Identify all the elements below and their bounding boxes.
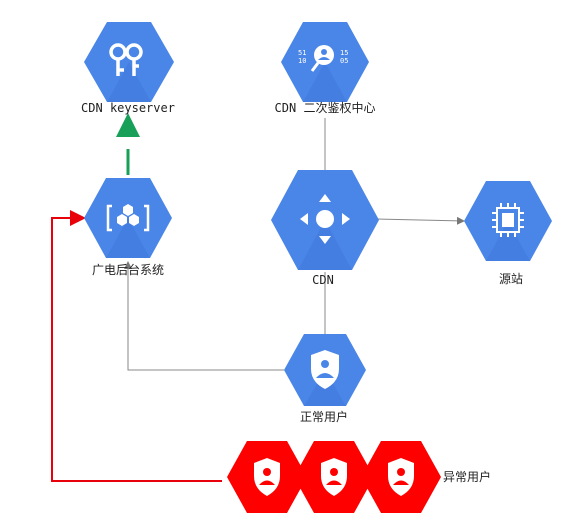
icon-digits: 51: [298, 49, 306, 57]
user-shield-icon: [388, 458, 414, 496]
origin-node[interactable]: [464, 181, 552, 261]
cluster-icon: [106, 204, 150, 232]
keyserver-label: CDN keyserver: [81, 101, 175, 115]
icon-digits: 10: [298, 57, 306, 65]
icon-digits: 15: [340, 49, 348, 57]
abnormal-user-to-backend-arrow: [51, 210, 222, 482]
icon-digits: 05: [340, 57, 348, 65]
broadcast-backend-label: 广电后台系统: [91, 263, 165, 277]
key-icon: [109, 43, 143, 76]
user-shield-icon: [321, 458, 347, 496]
abnormal-user-node[interactable]: [227, 441, 307, 513]
abnormal-user-label: 异常用户: [442, 470, 492, 484]
move-arrows-icon: [300, 194, 350, 244]
normal-user-label: 正常用户: [299, 410, 349, 424]
cdn-label: CDN: [312, 273, 334, 287]
broadcast-backend-node[interactable]: [84, 178, 172, 258]
user-shield-icon: [254, 458, 280, 496]
origin-label: 源站: [498, 272, 524, 286]
abnormal-user-node[interactable]: [294, 441, 374, 513]
chip-icon: [492, 203, 524, 237]
normal-user-node[interactable]: [284, 334, 366, 406]
data-search-icon: 51 10 15 05: [298, 45, 348, 72]
cdn-to-origin-arrow: [377, 216, 465, 225]
normal-user-to-backend-arrow: [124, 261, 284, 371]
user-shield-icon: [311, 350, 339, 389]
auth-center-node[interactable]: 51 10 15 05: [281, 22, 369, 102]
abnormal-user-node[interactable]: [361, 441, 441, 513]
auth-center-label: CDN 二次鉴权中心: [274, 101, 376, 115]
keyserver-node[interactable]: [84, 22, 174, 102]
cdn-node[interactable]: [271, 170, 379, 270]
